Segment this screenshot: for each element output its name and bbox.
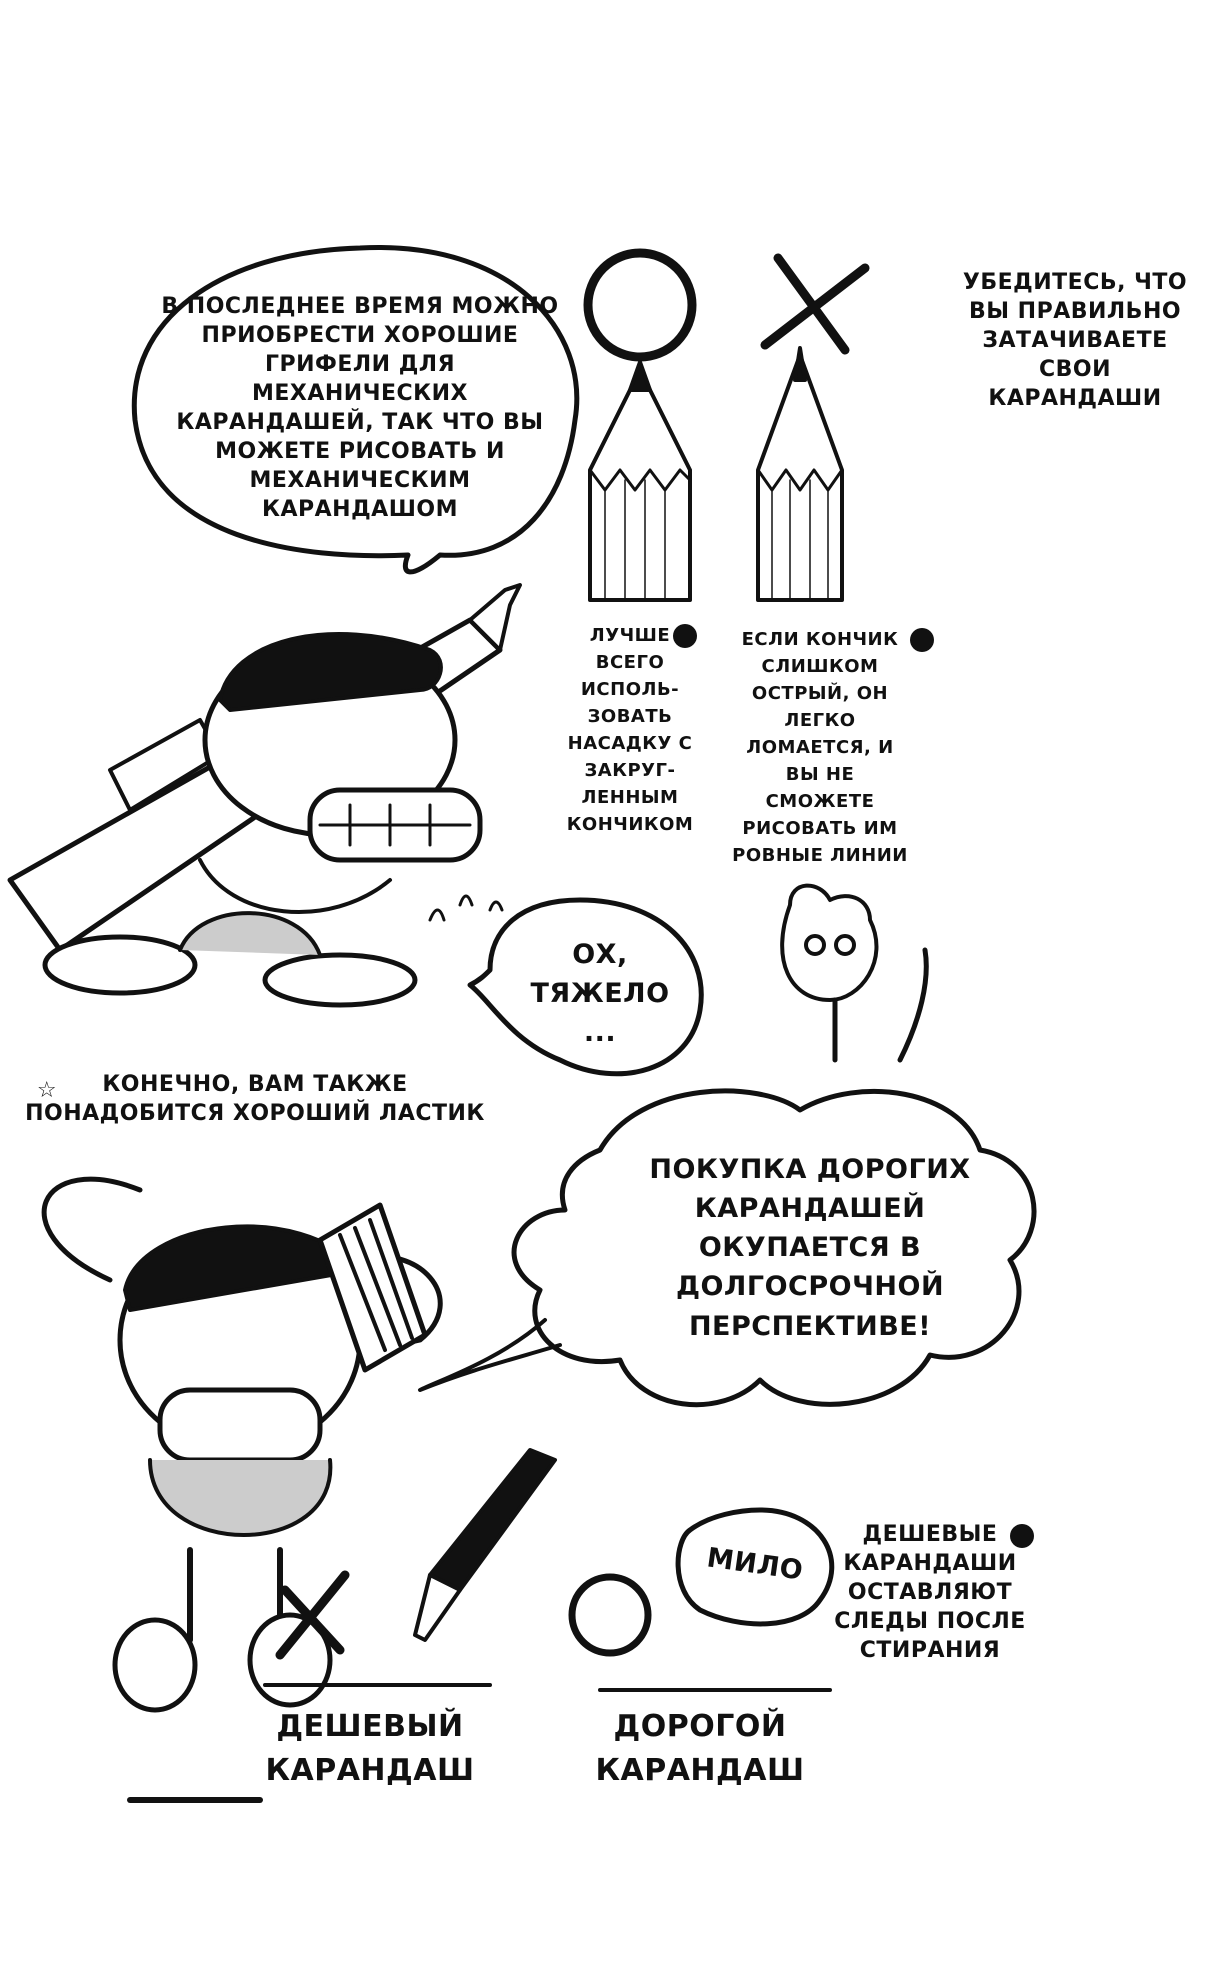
speech-bubble-mechanical [131,245,580,575]
eraser-icon [317,1202,428,1373]
rounded-tip-pencil-icon [588,360,692,602]
rabbit-character [41,1176,443,1803]
eraser-note: КОНЕЧНО, ВАМ ТАКЖЕ ПОНАДОБИТСЯ ХОРОШИЙ Л… [25,1072,485,1127]
fountain-pen-icon [413,1448,557,1642]
bullet-icon [1010,1524,1034,1548]
heavy-text: ОХ, ТЯЖЕЛО ... [530,939,670,1049]
expensive-pencil-label: ДОРОГОЙ КАРАНДАШ [595,1709,805,1788]
bullet-icon [673,624,697,648]
speech-bubble-heavy [467,897,704,1077]
wrong-cross-icon-cheap [275,1570,350,1660]
cheap-marks-note: ДЕШЕВЫЕ КАРАНДАШИ ОСТАВЛЯЮТ СЛЕДЫ ПОСЛЕ … [834,1522,1026,1664]
sharp-tip-note: ЕСЛИ КОНЧИК СЛИШКОМ ОСТРЫЙ, ОН ЛЕГКО ЛОМ… [732,629,908,866]
correct-circle-icon-expensive [568,1573,652,1657]
star-icon: ☆ [36,1078,58,1103]
cat-character [780,883,929,1063]
character-carrying-mechanical-pencil [7,583,522,1008]
wrong-cross-icon [760,253,870,355]
sharp-tip-pencil-icon [756,346,844,602]
expensive-pencil-text: ПОКУПКА ДОРОГИХ КАРАНДАШЕЙ ОКУПАЕТСЯ В Д… [649,1154,971,1342]
speech-bubble-cute [675,1507,835,1627]
cheap-pencil-label: ДЕШЕВЫЙ КАРАНДАШ [265,1709,475,1788]
rounded-tip-note: ЛУЧШЕ ВСЕГО ИСПОЛЬ- ЗОВАТЬ НАСАДКУ С ЗАК… [566,625,694,835]
correct-circle-icon [583,248,697,362]
bullet-icon [910,628,934,652]
mechanical-pencil-text: В ПОСЛЕДНЕЕ ВРЕМЯ МОЖНО ПРИОБРЕСТИ ХОРОШ… [161,294,559,523]
speech-bubble-expensive [511,1088,1037,1408]
sharpen-note: УБЕДИТЕСЬ, ЧТО ВЫ ПРАВИЛЬНО ЗАТАЧИВАЕТЕ … [962,270,1188,412]
